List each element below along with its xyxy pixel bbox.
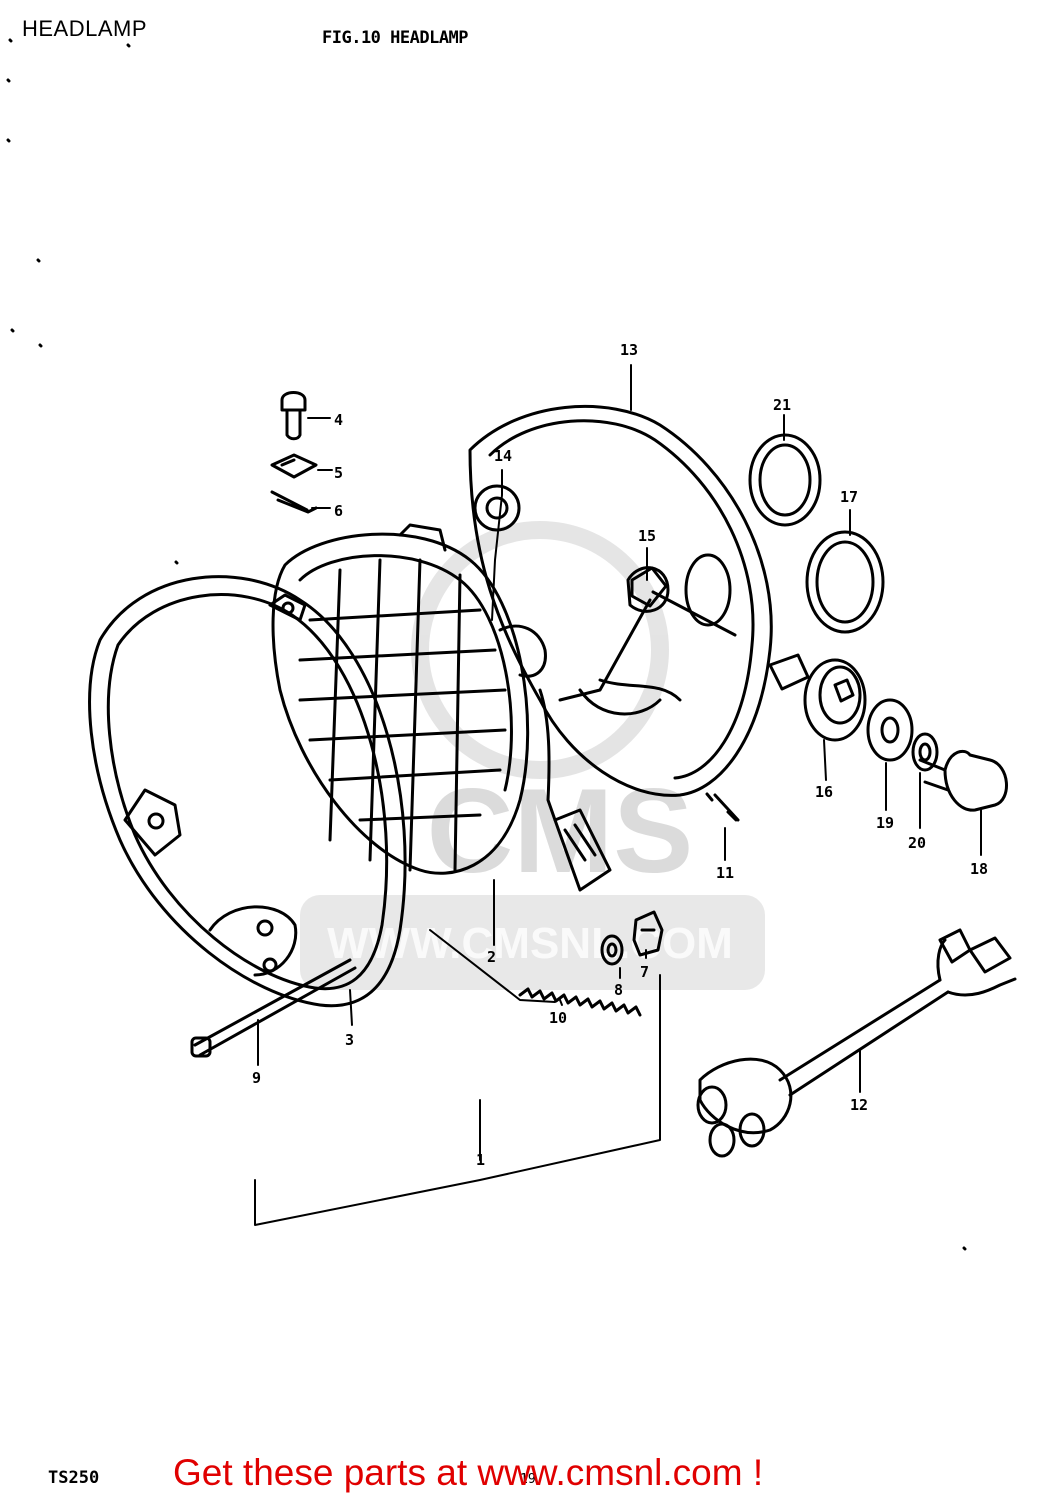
promo-link[interactable]: Get these parts at www.cmsnl.com ! xyxy=(173,1452,764,1493)
callout-1: 1 xyxy=(476,1151,485,1169)
callout-18: 18 xyxy=(970,860,988,878)
headlamp-rim xyxy=(88,575,407,1008)
callout-14: 14 xyxy=(494,447,512,465)
callout-8: 8 xyxy=(614,981,623,999)
callout-4: 4 xyxy=(334,411,343,429)
washer-6 xyxy=(270,490,318,514)
lock-washer-20 xyxy=(911,732,939,772)
leader-lines xyxy=(254,364,982,1226)
screw-4 xyxy=(280,391,307,441)
wiring-harness-12 xyxy=(696,928,1017,1158)
callout-6: 6 xyxy=(334,502,343,520)
cap-17 xyxy=(805,530,885,634)
ring-21 xyxy=(748,433,822,527)
page-title: HEADLAMP xyxy=(22,16,148,41)
callout-9: 9 xyxy=(252,1069,261,1087)
figure-caption: FIG.10 HEADLAMP xyxy=(322,28,469,48)
watermark-url-text: WWW.CMSNL.COM xyxy=(327,919,733,968)
headlamp-shell xyxy=(468,404,810,797)
callout-12: 12 xyxy=(850,1096,868,1114)
callout-13: 13 xyxy=(620,341,638,359)
bolt-18 xyxy=(918,749,1008,812)
callout-2: 2 xyxy=(487,948,496,966)
callout-17: 17 xyxy=(840,488,858,506)
callout-19: 19 xyxy=(876,814,894,832)
callout-5: 5 xyxy=(334,464,343,482)
callout-16: 16 xyxy=(815,783,833,801)
spring-10 xyxy=(518,987,642,1017)
stray-marks xyxy=(6,38,967,1251)
screw-9 xyxy=(190,958,357,1058)
callout-labels: 1 2 3 4 5 6 7 8 9 10 11 12 13 14 15 16 1… xyxy=(252,341,988,1169)
washer-8 xyxy=(600,934,624,966)
callout-3: 3 xyxy=(345,1031,354,1049)
callout-11: 11 xyxy=(716,864,734,882)
screw-11 xyxy=(705,792,740,822)
headlamp-lens-unit xyxy=(271,523,612,892)
washer-19 xyxy=(866,698,914,762)
callout-10: 10 xyxy=(549,1009,567,1027)
callout-15: 15 xyxy=(638,527,656,545)
callout-20: 20 xyxy=(908,834,926,852)
nut-7 xyxy=(632,910,664,957)
bulb-socket-15 xyxy=(626,566,670,613)
plate-5 xyxy=(270,453,318,479)
page-code: 19 xyxy=(520,1472,536,1487)
grommet-16 xyxy=(803,658,867,742)
cms-watermark: CMS WWW.CMSNL.COM xyxy=(300,521,765,990)
callout-21: 21 xyxy=(773,396,791,414)
callout-7: 7 xyxy=(640,963,649,981)
model-code: TS250 xyxy=(48,1468,100,1488)
